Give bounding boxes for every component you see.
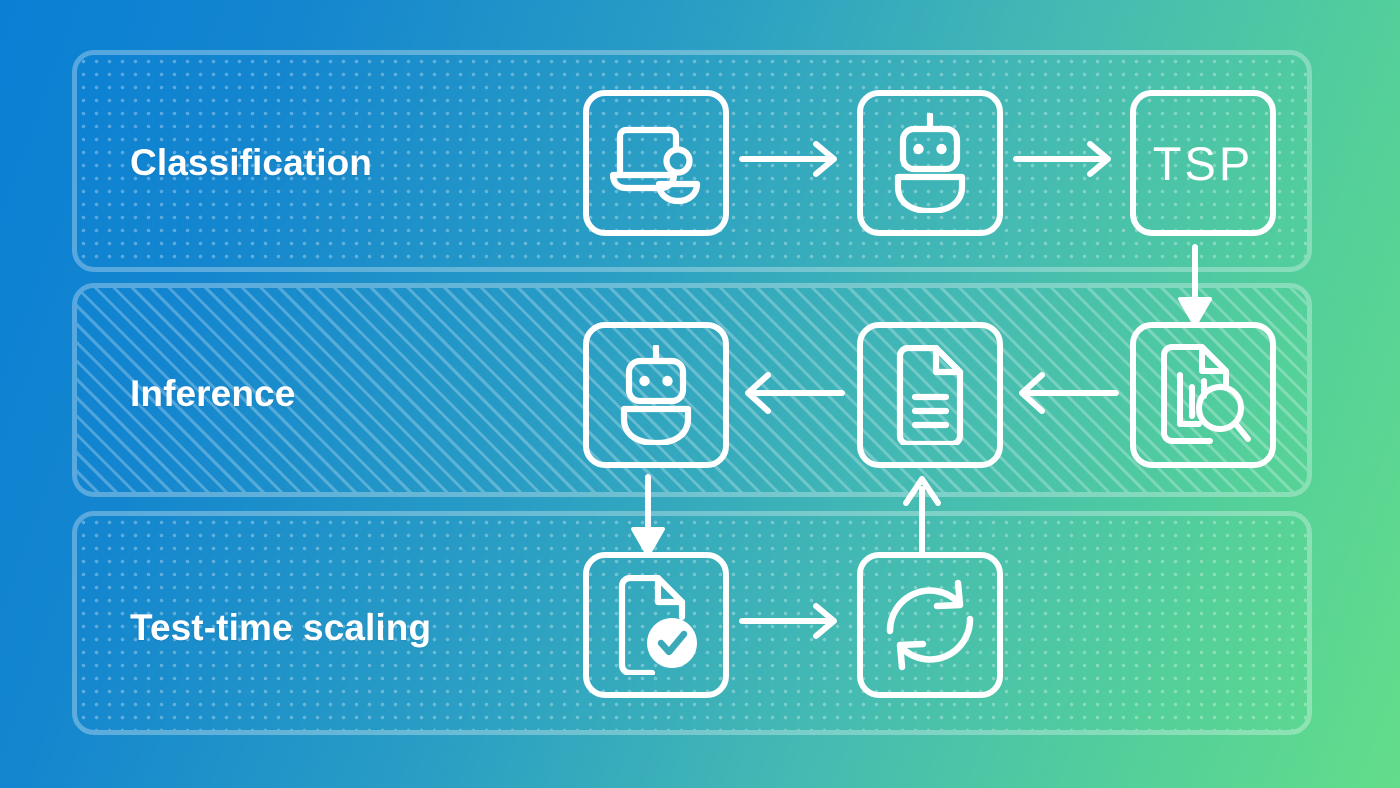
band-label-classification: Classification [130, 142, 372, 183]
node-document-search[interactable] [1130, 322, 1276, 468]
node-laptop-user[interactable] [583, 90, 729, 236]
arrow-left-document-to-robot [744, 372, 845, 414]
arrow-down-robot-to-doc-check [629, 474, 667, 557]
node-document-check[interactable] [583, 552, 729, 698]
laptop-user-icon [608, 117, 704, 209]
document-check-icon [610, 575, 702, 675]
document-search-icon [1154, 344, 1252, 446]
arrow-right-robot-to-tsp [1013, 140, 1114, 178]
arrow-up-refresh-to-document [903, 475, 941, 558]
arrow-down-tsp-to-doc-search [1176, 244, 1214, 327]
node-robot-classification[interactable] [857, 90, 1003, 236]
node-tsp[interactable]: TSP [1130, 90, 1276, 236]
refresh-cycle-icon [880, 575, 980, 675]
robot-icon [611, 345, 701, 445]
arrow-right-doccheck-to-refresh [739, 602, 840, 640]
arrow-left-docsearch-to-document [1018, 372, 1119, 414]
band-label-inference: Inference [130, 373, 296, 414]
band-label-test-time-scaling: Test-time scaling [130, 607, 432, 648]
arrow-right-laptop-to-robot [739, 140, 840, 178]
node-refresh-cycle[interactable] [857, 552, 1003, 698]
robot-icon [885, 113, 975, 213]
document-lines-icon [888, 345, 972, 445]
tsp-label: TSP [1152, 136, 1254, 190]
node-document[interactable] [857, 322, 1003, 468]
node-robot-inference[interactable] [583, 322, 729, 468]
